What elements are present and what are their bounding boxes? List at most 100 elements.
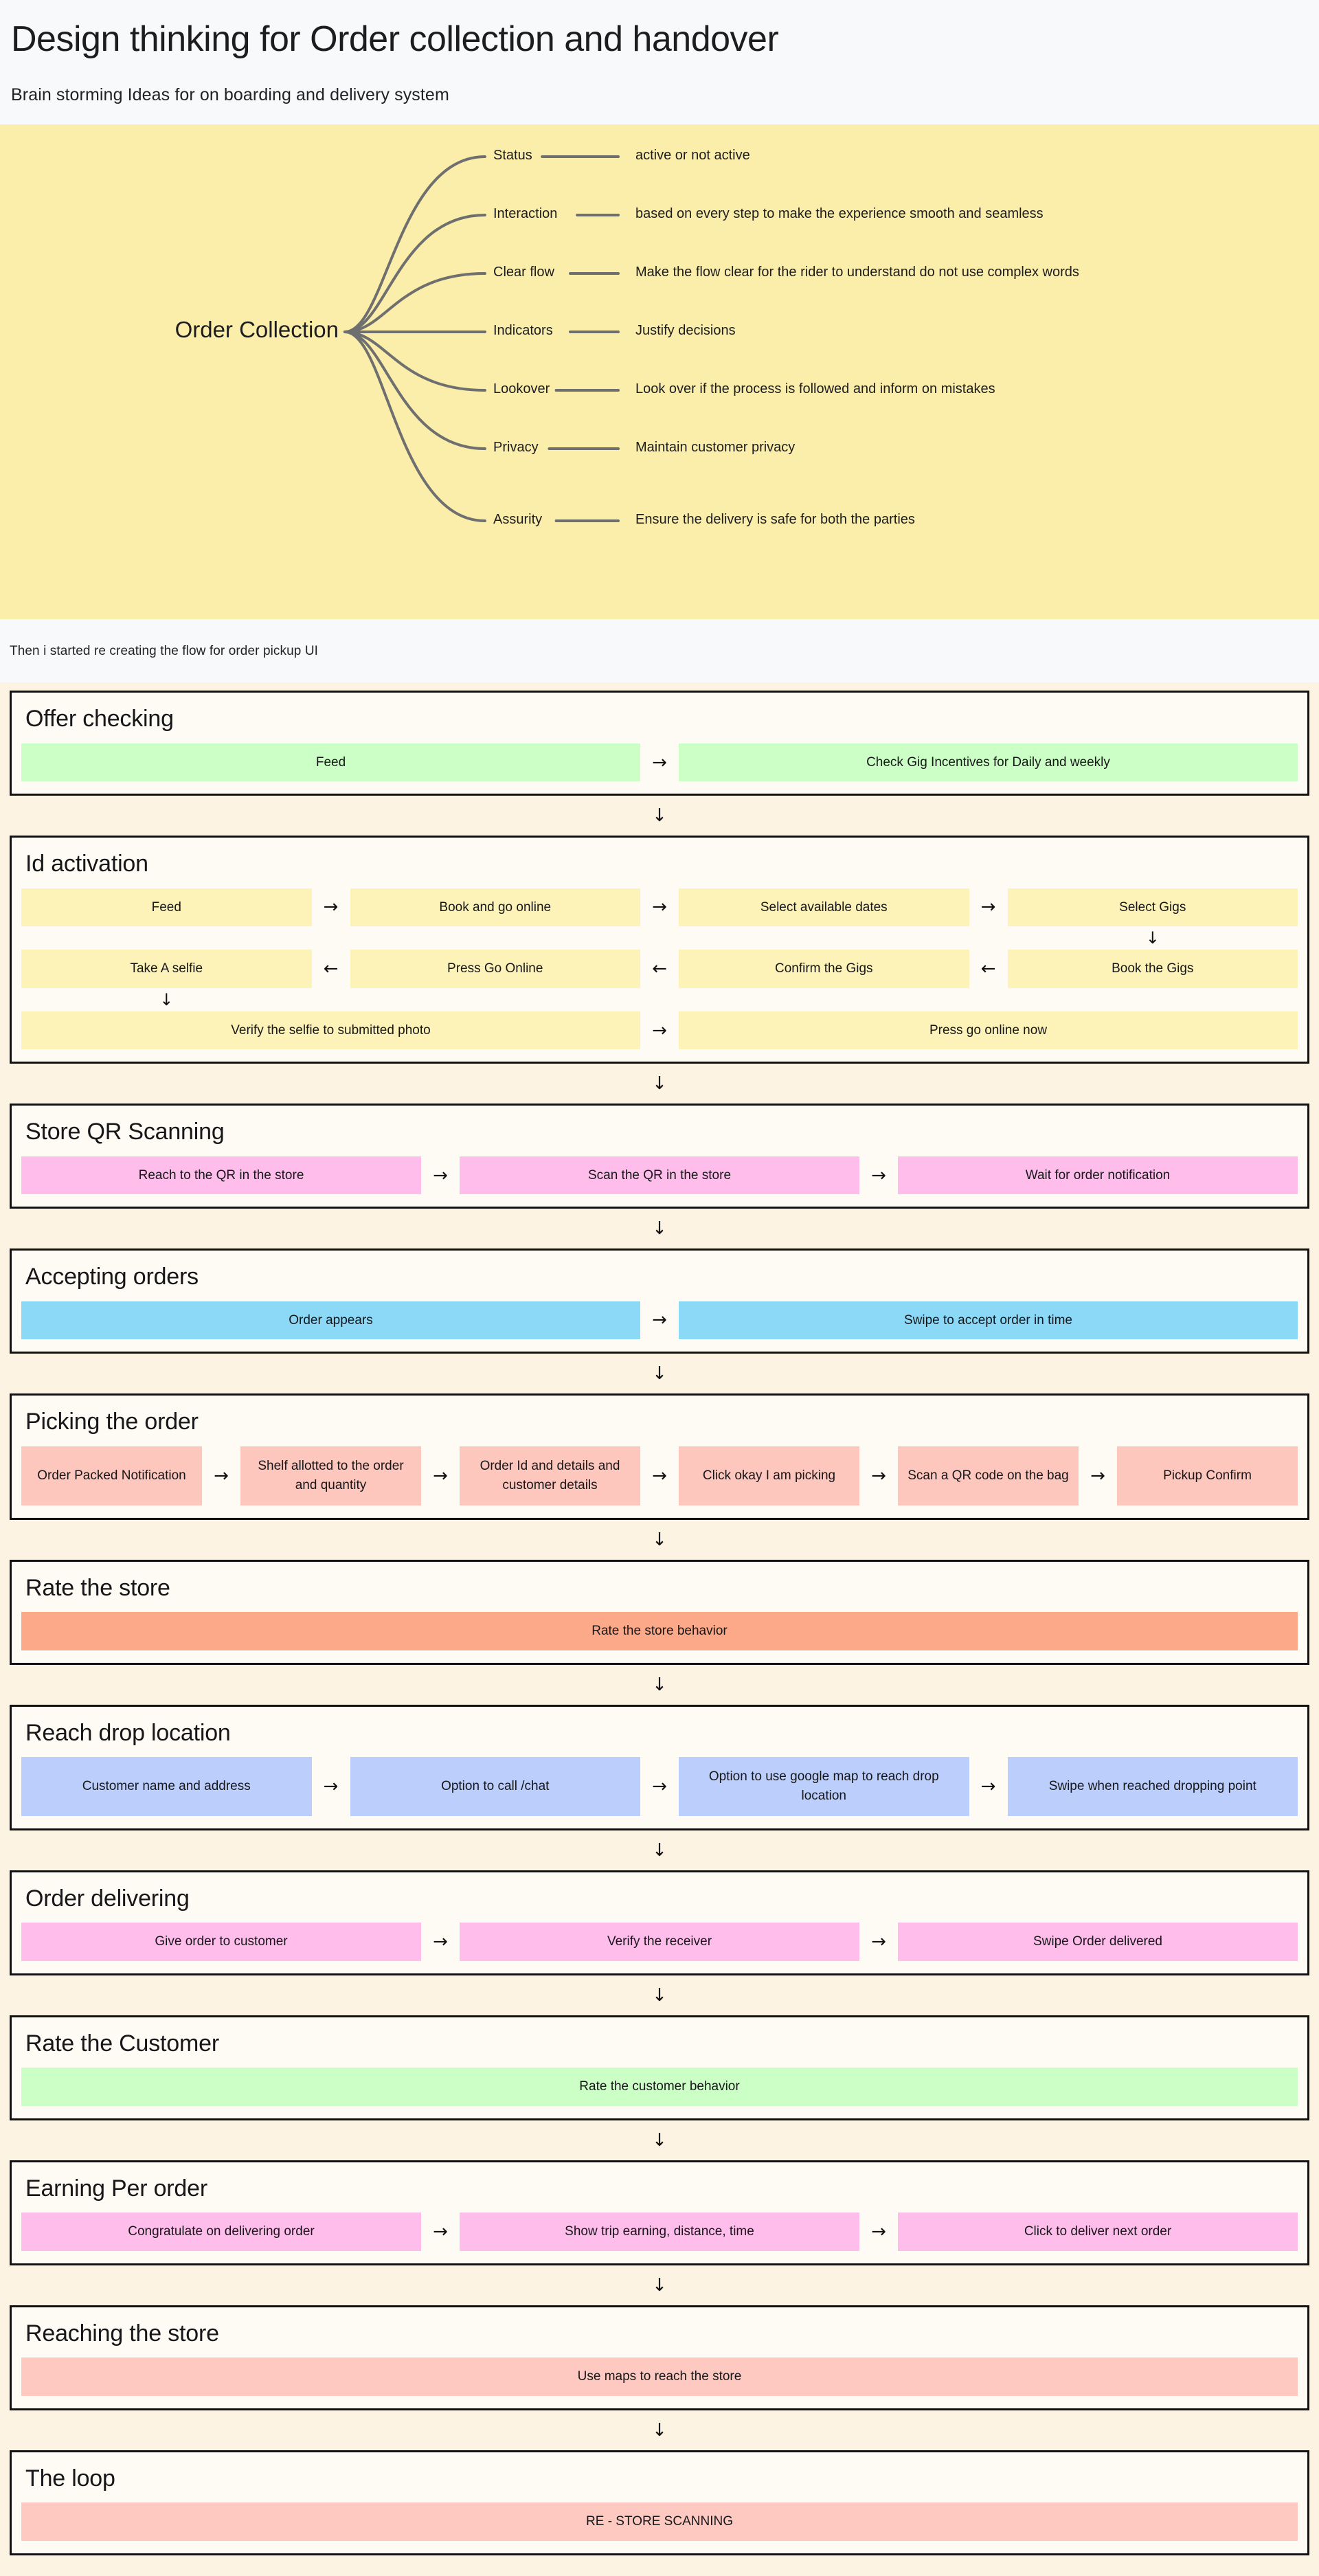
flow-step-card[interactable]: Rate the store behavior [21,1612,1298,1650]
mindmap-branch-label: Assurity [493,512,543,528]
flow-step-card[interactable]: Scan the QR in the store [460,1156,859,1195]
flow-row: Verify the selfie to submitted photo→Pre… [21,1011,1298,1050]
flow-step-card[interactable]: Reach to the QR in the store [21,1156,421,1195]
arrow-right-icon: → [652,897,667,918]
mindmap-branch-label: Indicators [493,323,553,339]
flow-step-card[interactable]: Verify the receiver [460,1923,859,1961]
arrow-right-icon: → [652,1776,667,1797]
section-connector-arrow-icon: ↓ [652,1674,667,1695]
flow-step-card[interactable]: Click okay I am picking [679,1446,859,1505]
flow-step-card[interactable]: Swipe to accept order in time [679,1301,1298,1340]
mindmap-branch-label: Lookover [493,381,550,397]
mindmap-branch-detail: Ensure the delivery is safe for both the… [635,512,915,528]
arrow-placeholder: ↓ [1008,992,1298,1008]
arrow-right-icon: → [871,1931,886,1953]
flow-row: Use maps to reach the store [21,2357,1298,2396]
flow-step-card[interactable]: Scan a QR code on the bag [898,1446,1079,1505]
flow-step-card[interactable]: Use maps to reach the store [21,2357,1298,2396]
section-title: Id activation [25,851,148,877]
flow-step-card[interactable]: Confirm the Gigs [679,950,969,988]
flow-step-card[interactable]: Select Gigs [1007,888,1298,927]
arrow-right-icon: → [980,897,996,918]
flow-step-card[interactable]: Check Gig Incentives for Daily and weekl… [679,743,1298,782]
section-title: Picking the order [25,1409,199,1435]
section-connector-arrow-icon: ↓ [652,1363,667,1385]
down-arrow-icon: ↓ [159,989,174,1009]
flow-step-card[interactable]: Shelf allotted to the order and quantity [240,1446,421,1505]
flow-step-card[interactable]: Order Id and details and customer detail… [460,1446,640,1505]
mindmap-branch-label: Interaction [493,206,558,222]
section-connector-arrow-icon: ↓ [652,805,667,827]
section-title: Store QR Scanning [25,1119,225,1145]
flow-step-card[interactable]: Feed [21,888,312,927]
flow-step-card[interactable]: Order Packed Notification [21,1446,202,1505]
arrow-right-icon: → [323,897,339,918]
mindmap-branch-detail: Justify decisions [635,323,736,339]
mindmap-connectors [343,155,620,523]
section-connector-arrow-icon: ↓ [652,2419,667,2441]
flow-step-card[interactable]: Order appears [21,1301,640,1340]
flow-step-card[interactable]: Click to deliver next order [898,2213,1298,2251]
arrow-left-icon: ← [323,959,339,980]
mindmap-branch-label: Clear flow [493,265,554,280]
flow-step-card[interactable]: Select available dates [679,888,969,927]
section-title: Reach drop location [25,1719,231,1746]
flow-row: Customer name and address → Option to call… [21,1756,1298,1816]
section-title: Reaching the store [25,2320,219,2347]
flow-row: Order appears→Swipe to accept order in t… [21,1301,1298,1340]
flow-row: Take A selfie←Press Go Online←Confirm th… [21,950,1298,988]
flow-step-card[interactable]: Show trip earning, distance, time [460,2213,859,2251]
flow-step-card[interactable]: Press Go Online [350,950,640,988]
flow-step-card[interactable]: Wait for order notification [898,1156,1298,1195]
arrow-right-icon: → [214,1465,229,1486]
flow-step-card[interactable]: Swipe Order delivered [898,1923,1298,1961]
arrow-right-icon: → [652,752,667,773]
note-strip: Then i started re creating the flow for … [0,619,1319,683]
flow-step-card[interactable]: Rate the customer behavior [21,2068,1298,2106]
flow-step-card[interactable]: Option to use google map to reach drop l… [679,1756,969,1816]
section-title: Rate the Customer [25,2030,219,2057]
arrow-right-icon: → [433,1165,448,1186]
flow-step-card[interactable]: Congratulate on delivering order [21,2213,421,2251]
flow-step-card[interactable]: Book and go online [350,888,640,927]
arrow-right-icon: → [871,1165,886,1186]
section-connector-arrow-icon: ↓ [652,1073,667,1095]
mindmap-root-node: Order Collection [174,317,339,343]
section-connector-arrow-icon: ↓ [652,1839,667,1861]
flow-step-card[interactable]: Option to call /chat [350,1756,640,1816]
flow-step-card[interactable]: Book the Gigs [1007,950,1298,988]
flow-step-card[interactable]: Customer name and address [21,1756,312,1816]
flow-step-card[interactable]: Verify the selfie to submitted photo [21,1011,640,1050]
arrow-placeholder: ↓ [350,930,641,946]
mindmap-branch-detail: Make the flow clear for the rider to und… [635,265,1079,280]
flow-row: Rate the store behavior [21,1612,1298,1650]
mindmap-branch-label: Status [493,148,532,164]
arrow-placeholder: ↓ [679,930,969,946]
flow-row: Order Packed Notification → Shelf allotted… [21,1446,1298,1505]
section-connector-arrow-icon: ↓ [652,2129,667,2151]
flow-step-card[interactable]: Press go online now [679,1011,1298,1050]
flow-step-card[interactable]: Give order to customer [21,1923,421,1961]
flow-intro-note: Then i started re creating the flow for … [10,644,319,659]
flow-step-card[interactable]: Swipe when reached dropping point [1007,1756,1298,1816]
mindmap-branch-label: Privacy [493,440,539,456]
arrow-right-icon: → [871,1465,886,1486]
flow-step-card[interactable]: RE - STORE SCANNING [21,2502,1298,2541]
flow-step-card[interactable]: Pickup Confirm [1117,1446,1298,1505]
flow-step-card[interactable]: Take A selfie [21,950,312,988]
flow-step-card[interactable]: Feed [21,743,640,782]
arrow-right-icon: → [433,2221,448,2242]
arrow-placeholder: ↓ [21,930,312,946]
